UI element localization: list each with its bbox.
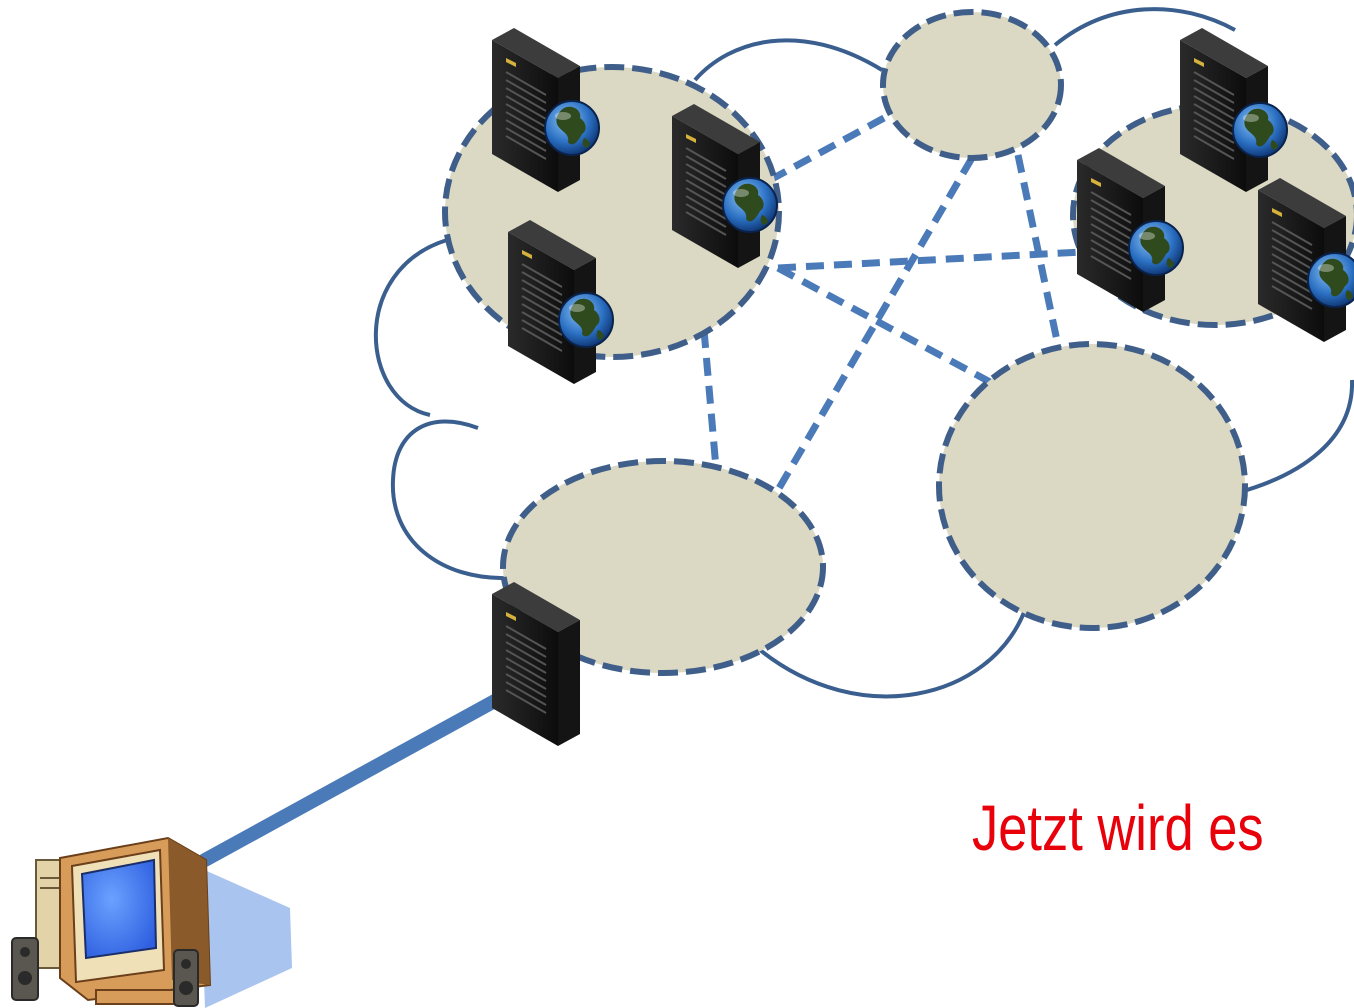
link-top-center-to-right [1014, 154, 1064, 356]
globe-icon [722, 177, 778, 233]
link-top-left-to-right [776, 264, 992, 386]
node-top-center [880, 9, 1064, 161]
globe-icon [1307, 252, 1354, 308]
cloud-outline [373, 7, 1354, 699]
link-top-center-to-bottom [774, 156, 976, 492]
globe-icon [544, 100, 600, 156]
link-top-left-to-top-center [768, 114, 886, 184]
link-top-left-to-bottom [700, 329, 720, 469]
node-right [936, 341, 1248, 631]
globe-icon [558, 292, 614, 348]
link-top-left-to-top-right [777, 248, 1083, 272]
globe-icon [1128, 220, 1184, 276]
node-bottom [500, 458, 826, 676]
access-link [198, 690, 509, 867]
globe-icon [1232, 102, 1288, 158]
caption-text: Jetzt wird es [972, 792, 1264, 864]
desktop-computer-icon [11, 836, 292, 1008]
network-links [700, 114, 1083, 492]
